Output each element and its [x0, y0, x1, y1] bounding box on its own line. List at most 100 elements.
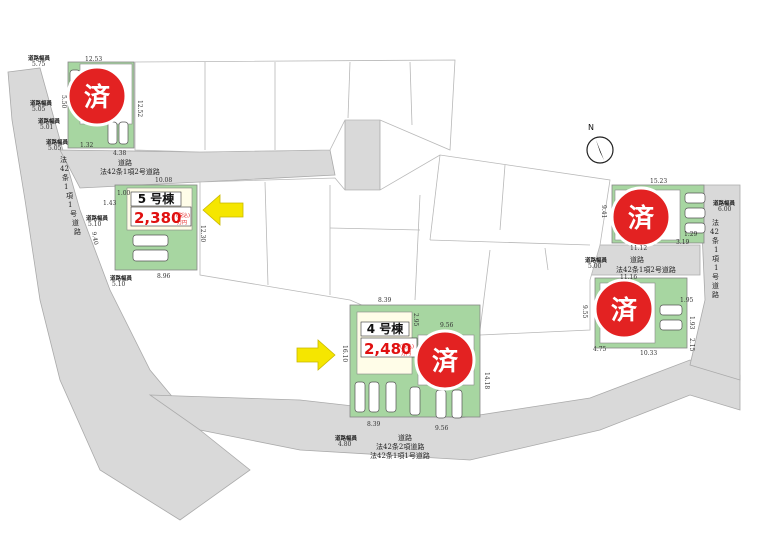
road-width-value: 5.01 — [40, 124, 53, 131]
road-width-labels: 道路幅員 5.75 道路幅員 5.05 道路幅員 5.01 道路幅員 5.05 … — [28, 54, 736, 448]
dimension: 16.10 — [341, 345, 348, 362]
road-e-line-1: 道路 — [398, 433, 412, 442]
parking-spaces — [132, 234, 169, 262]
road-width-value: 5.75 — [32, 61, 46, 68]
road-d-char: 法 — [712, 218, 719, 227]
sold-badge-right-lower: 済 — [593, 278, 655, 340]
lot-line — [479, 249, 491, 331]
dimension: 9.55 — [581, 305, 588, 319]
lot-line — [347, 61, 351, 119]
road-d-char: 号 — [712, 273, 719, 281]
sold-circle — [593, 278, 655, 340]
road-width-value: 5.05 — [48, 145, 62, 152]
car — [684, 192, 706, 204]
sold-label: 済 — [432, 346, 459, 377]
building-name-box — [130, 191, 182, 207]
lot-upper-row — [134, 59, 456, 153]
building-name-box — [360, 321, 410, 337]
road-b-char: 道 — [72, 218, 79, 227]
dimension: 5.50 — [60, 95, 67, 109]
car — [132, 234, 169, 247]
dimension: 14.18 — [483, 372, 490, 389]
car — [684, 207, 706, 219]
road-b-char: 1 — [68, 201, 72, 209]
price-box — [360, 337, 418, 358]
dimension: 9.56 — [440, 322, 454, 329]
dimension: 2.15 — [688, 338, 695, 352]
dimension: 4.75 — [593, 346, 607, 353]
compass-label: N — [588, 123, 594, 132]
arrow-left-to-building-5 — [202, 194, 244, 226]
car — [435, 389, 447, 419]
sold-badge-lower-middle: 済 — [414, 329, 476, 391]
road-width-value: 5.10 — [88, 221, 102, 228]
sold-label: 済 — [628, 203, 655, 234]
road-width-title: 道路幅員 — [30, 99, 53, 107]
road-width-value: 5.00 — [588, 263, 602, 270]
sold-badge-right-upper: 済 — [610, 186, 672, 248]
road-width-value: 5.05 — [32, 106, 46, 113]
lot-line — [429, 239, 591, 246]
road-a-line-2: 法42条1項2号道路 — [100, 167, 160, 176]
lot-outlines — [134, 59, 611, 336]
dimension: 11.16 — [620, 274, 637, 281]
north-compass: N — [586, 123, 614, 164]
price-unit-label: 万円 — [401, 351, 411, 357]
dimension: 12.52 — [136, 100, 143, 117]
parking-spaces — [659, 304, 683, 331]
car — [451, 389, 463, 419]
road-width-title: 道路幅員 — [713, 199, 736, 207]
road-b-vertical: 法 42 条 1 項 1 号 道 路 — [60, 155, 81, 236]
road-d-char: 1 — [714, 264, 718, 272]
dimension: 12.30 — [199, 225, 206, 242]
dimension: 1.93 — [688, 316, 695, 330]
road-a-line-1: 道路 — [118, 158, 132, 167]
price-box — [130, 206, 192, 227]
road-designation-labels: 道路 法42条1項2号道路 法 42 条 1 項 1 号 道 路 道路 法42条… — [60, 155, 719, 460]
dimension: 9.41 — [600, 205, 607, 218]
sold-label: 済 — [84, 82, 111, 113]
road-b-char: 路 — [74, 227, 81, 236]
dimension: 4.38 — [113, 150, 127, 157]
parking-spaces — [684, 192, 706, 234]
dimension: 11.12 — [630, 245, 647, 252]
dimension: 3.19 — [676, 239, 690, 246]
dimension: 9.56 — [435, 425, 449, 432]
road-width-title: 道路幅員 — [28, 54, 51, 62]
sold-circle — [610, 186, 672, 248]
lot-line — [544, 247, 549, 271]
car — [659, 319, 683, 331]
sold-circle — [414, 329, 476, 391]
building-name: 4 号棟 — [367, 321, 405, 336]
dimension: 15.23 — [650, 178, 667, 185]
dimension: 1.29 — [684, 231, 698, 238]
lot-line — [409, 61, 413, 126]
car — [409, 386, 421, 416]
sold-circle — [66, 65, 128, 127]
road-e-line-3: 法42条1項1号道路 — [370, 451, 430, 460]
price-tax-label: (税込) — [400, 343, 414, 350]
road-width-title: 道路幅員 — [46, 138, 69, 146]
building-name: 5 号棟 — [138, 191, 176, 206]
road-b-char: 法 — [60, 155, 67, 164]
road-width-title: 道路幅員 — [38, 117, 61, 125]
car — [368, 381, 380, 413]
sold-badges: 済 済 済 済 — [66, 65, 672, 391]
road-connector — [344, 117, 381, 191]
road-width-title: 道路幅員 — [585, 256, 608, 264]
car — [684, 222, 706, 234]
price-unit-label: 万円 — [177, 220, 187, 226]
dimension: 2.95 — [412, 313, 419, 327]
arrow-right-to-building-4 — [296, 339, 336, 371]
car — [107, 121, 118, 145]
car — [385, 381, 397, 413]
road-d-char: 条 — [712, 236, 719, 245]
sold-label: 済 — [611, 295, 638, 326]
lot-line — [329, 227, 421, 231]
dimension: 8.39 — [378, 297, 392, 304]
dimension: 9.40 — [90, 231, 99, 246]
road-b-char: 42 — [60, 165, 69, 173]
dimension: 12.53 — [85, 56, 102, 63]
building-price: 2,480 — [364, 340, 411, 358]
